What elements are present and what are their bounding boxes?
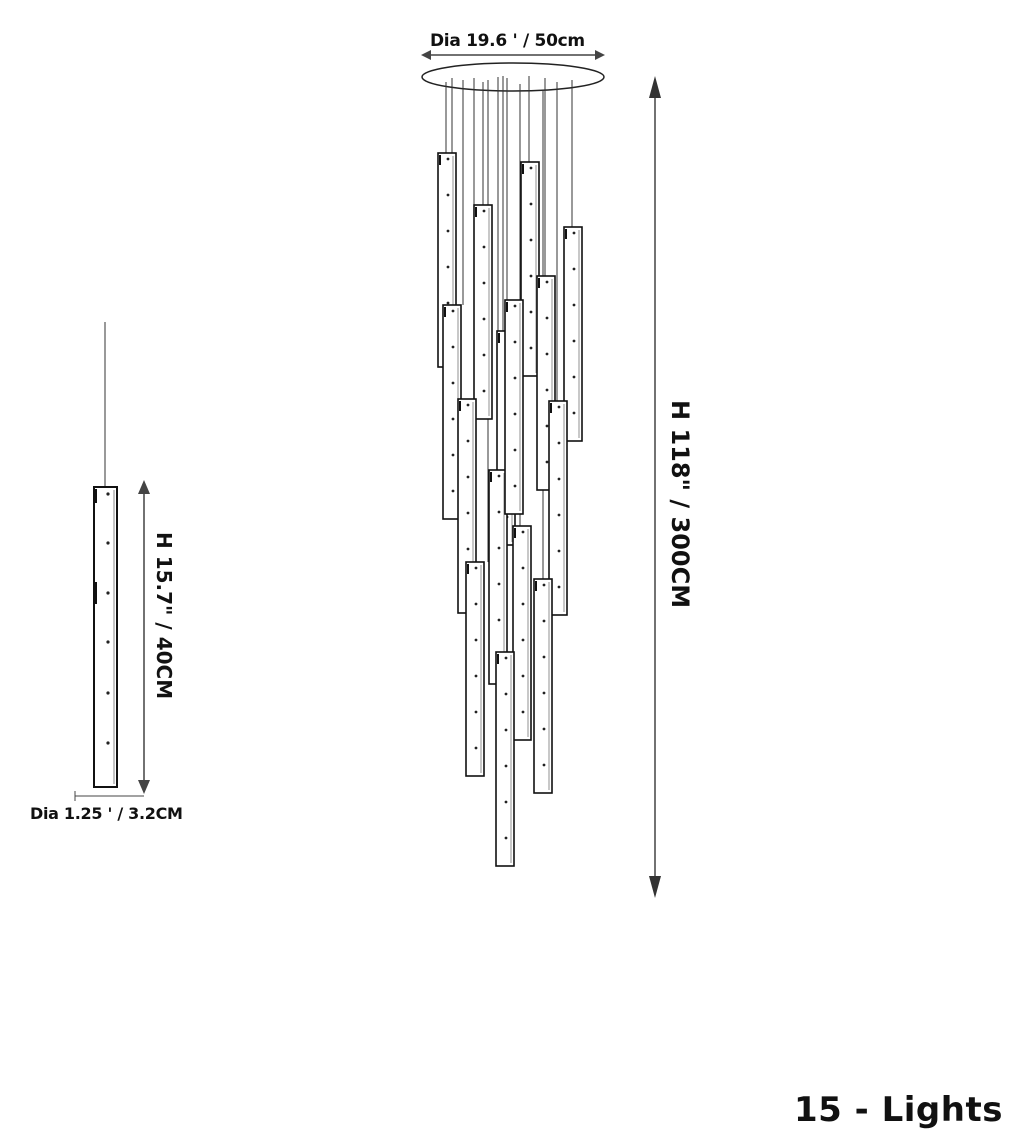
- light-tube: [512, 525, 532, 741]
- canopy-diameter-arrow: [421, 50, 605, 60]
- single-tube-diameter-arrow: [74, 791, 144, 801]
- light-tube: [465, 561, 485, 777]
- overall-height-arrow: [649, 76, 661, 898]
- light-tube: [548, 400, 568, 616]
- canopy: [421, 62, 605, 92]
- single-tube-diameter-label: Dia 1.25 ' / 3.2CM: [30, 804, 183, 823]
- light-tube: [504, 299, 524, 515]
- canopy-diameter-label: Dia 19.6 ' / 50cm: [430, 31, 585, 51]
- light-tube: [520, 161, 540, 377]
- overall-height-label: H 118" / 300CM: [666, 400, 694, 609]
- single-tube-height-arrow: [138, 480, 150, 794]
- light-tube: [473, 204, 493, 420]
- light-count-title: 15 - Lights: [794, 1090, 1003, 1130]
- light-tube: [563, 226, 583, 442]
- light-tube: [533, 578, 553, 794]
- light-tube: [495, 651, 515, 867]
- single-tube-pendant: [93, 322, 118, 788]
- light-tubes: [437, 152, 583, 867]
- single-tube-height-label: H 15.7" / 40CM: [152, 532, 176, 700]
